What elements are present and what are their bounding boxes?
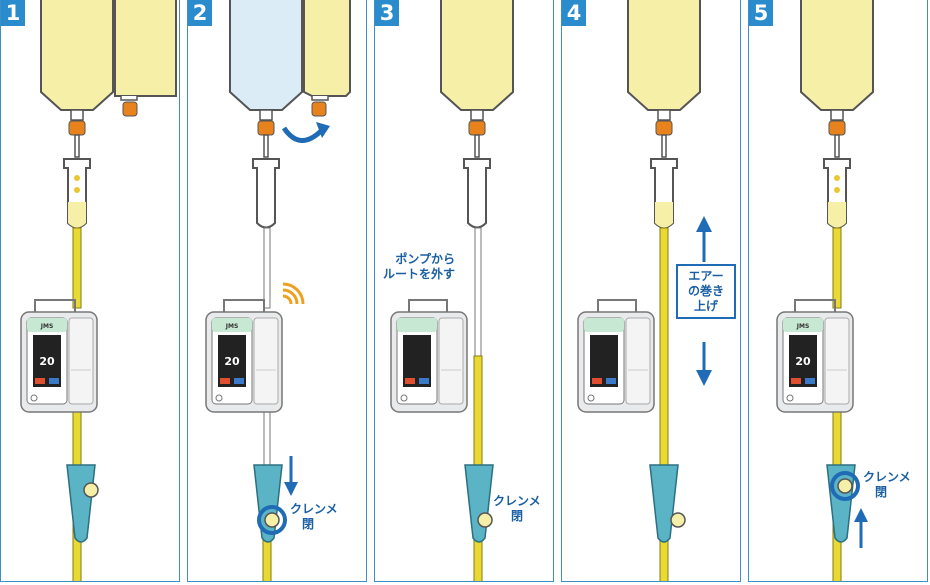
power-button bbox=[400, 394, 408, 402]
drip-drop bbox=[74, 175, 80, 181]
clamp-roller bbox=[670, 512, 686, 528]
step-panel-5: 5 JMS 20 bbox=[748, 0, 928, 582]
pump-rate-display: 20 bbox=[224, 355, 240, 368]
spike-connector bbox=[828, 120, 846, 136]
infusion-bag bbox=[627, 0, 701, 111]
roller-clamp bbox=[649, 464, 679, 543]
spike-connector bbox=[468, 120, 486, 136]
fluid-tube bbox=[72, 227, 82, 309]
clamp-close-note: クレンメ 閉 bbox=[493, 494, 541, 523]
step-number: 3 bbox=[375, 0, 399, 26]
step-1-illustration: JMS 20 bbox=[20, 0, 177, 581]
infusion-bag bbox=[440, 0, 514, 111]
step-number: 4 bbox=[562, 0, 586, 26]
infusion-bag bbox=[40, 0, 114, 111]
step-3-illustration bbox=[390, 0, 514, 581]
empty-bag bbox=[229, 0, 303, 111]
clamp-roller bbox=[264, 512, 280, 528]
step-panel-4: 4 エアー の巻き bbox=[561, 0, 741, 582]
spike-connector bbox=[68, 120, 86, 136]
step-4-illustration bbox=[577, 0, 712, 581]
step-number: 1 bbox=[1, 0, 25, 26]
clamp-roller bbox=[477, 512, 493, 528]
pump-brand: JMS bbox=[225, 323, 239, 330]
power-button bbox=[786, 394, 794, 402]
fluid-tube bbox=[832, 227, 842, 309]
spike-connector bbox=[257, 120, 275, 136]
bag-port-connector bbox=[311, 101, 327, 117]
rotate-arrow bbox=[281, 126, 324, 143]
clamp-highlight-circle bbox=[257, 505, 287, 535]
air-removal-label: エアー の巻き 上げ bbox=[676, 264, 736, 319]
empty-tube bbox=[474, 227, 482, 357]
step-panel-3: 3 ポンプから ルートを外す クレンメ bbox=[374, 0, 554, 582]
drip-drop bbox=[834, 175, 840, 181]
step-number: 5 bbox=[749, 0, 773, 26]
spike-connector bbox=[655, 120, 673, 136]
clamp-close-note: クレンメ 閉 bbox=[863, 470, 911, 499]
pump-brand: JMS bbox=[796, 323, 810, 330]
step-5-illustration: JMS 20 bbox=[776, 0, 874, 581]
new-bag bbox=[303, 0, 351, 97]
second-bag bbox=[114, 0, 177, 97]
fluid-tube bbox=[659, 227, 669, 581]
clamp-roller bbox=[83, 482, 99, 498]
power-button bbox=[215, 394, 223, 402]
roller-clamp bbox=[464, 464, 494, 543]
power-button bbox=[30, 394, 38, 402]
bag-port-connector bbox=[122, 101, 138, 117]
drip-drop bbox=[834, 187, 840, 193]
roller-clamp bbox=[66, 464, 96, 543]
step-panel-1: 1 JMS 20 bbox=[0, 0, 180, 582]
alarm-signal-icon bbox=[282, 294, 293, 305]
empty-tube bbox=[263, 227, 271, 309]
pump-brand: JMS bbox=[40, 323, 54, 330]
pump-rate-display: 20 bbox=[795, 355, 811, 368]
power-button bbox=[587, 394, 595, 402]
drip-chamber bbox=[463, 158, 491, 229]
clamp-highlight-circle bbox=[830, 471, 860, 501]
clamp-roller bbox=[837, 478, 853, 494]
infusion-bag bbox=[800, 0, 874, 111]
pump-rate-display: 20 bbox=[39, 355, 55, 368]
step-number: 2 bbox=[188, 0, 212, 26]
step-2-illustration: JMS 20 bbox=[205, 0, 351, 581]
drip-drop bbox=[74, 187, 80, 193]
clamp-close-note: クレンメ 閉 bbox=[290, 502, 338, 531]
drip-chamber bbox=[252, 158, 280, 229]
step-panel-2: 2 JMS 20 bbox=[187, 0, 367, 582]
remove-from-pump-note: ポンプから ルートを外す bbox=[383, 252, 456, 281]
